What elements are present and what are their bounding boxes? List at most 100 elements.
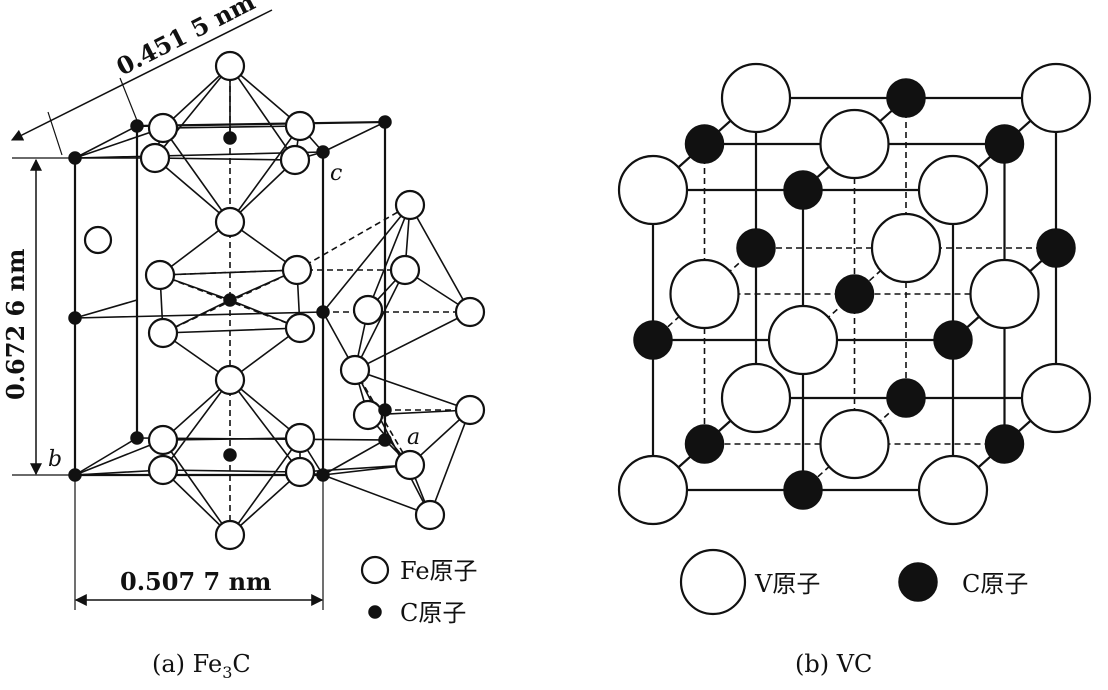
v-atom [917, 154, 989, 226]
fe-atom [454, 296, 486, 328]
v-atom [969, 258, 1040, 330]
v-atom [1020, 362, 1092, 434]
fe-atom [284, 110, 316, 142]
c-atom [68, 468, 82, 482]
c-atom [933, 320, 973, 360]
v-atom [669, 258, 740, 330]
vc-lattice [617, 62, 1092, 526]
fe-atom [394, 449, 426, 481]
fe-atom [147, 112, 179, 144]
vc-atoms [617, 62, 1092, 526]
fe-atom [214, 364, 246, 396]
c-atom [984, 124, 1025, 164]
legend-c-atom [368, 605, 382, 619]
fe-atom [352, 399, 384, 431]
fe-atom [281, 254, 313, 286]
axis-c-label: c [330, 161, 342, 186]
c-atom [834, 274, 875, 314]
c-atom [68, 311, 82, 325]
fe-atom [389, 254, 421, 286]
fe-atom [214, 519, 246, 551]
panel-a-fe3c: 0.451 5 nm 0.672 6 nm 0.507 7 nm [1, 0, 486, 682]
dim-top-line [10, 9, 273, 141]
fe-atom [284, 456, 316, 488]
c-atom [378, 403, 392, 417]
c-atom [68, 151, 82, 165]
legend-fe-atom [360, 555, 390, 585]
dim-left-label: 0.672 6 nm [1, 249, 30, 400]
legend-v-atom [679, 548, 747, 616]
legend-c-atom-vc [898, 562, 938, 602]
fe-atom [352, 294, 384, 326]
legend-c-label-vc: C原子 [962, 570, 1028, 598]
fe-atom [284, 312, 316, 344]
fe-atom [394, 189, 426, 221]
c-atom [783, 170, 823, 210]
panel-b-vc: V原子 C原子 (b) VC [617, 62, 1092, 678]
fe-atom [147, 424, 179, 456]
caption-a-subscript: 3 [222, 663, 232, 682]
c-atom [736, 228, 776, 268]
caption-b: (b) VC [795, 650, 872, 678]
fe-atom [144, 259, 176, 291]
dim-bottom-label: 0.507 7 nm [120, 567, 271, 596]
fe-atom [279, 144, 311, 176]
c-atom [886, 378, 926, 418]
c-atom [378, 115, 392, 129]
caption-a-suffix: C [232, 650, 250, 678]
fe-atom [83, 225, 113, 255]
v-atom [720, 62, 792, 134]
dim-top-ext-left [47, 111, 63, 156]
v-atom [617, 154, 689, 226]
caption-a: (a) Fe3C [152, 650, 251, 682]
legend-fe3c: Fe原子 C原子 [360, 555, 478, 627]
dimension-lines [10, 9, 324, 610]
v-atom [1020, 62, 1092, 134]
dim-top-ext-right [119, 77, 139, 124]
c-atom [130, 431, 144, 445]
v-atom [870, 212, 942, 284]
c-atom [684, 424, 725, 464]
v-atom [767, 304, 839, 376]
c-atom [223, 448, 237, 462]
c-atom [783, 470, 823, 510]
fe-atom [139, 142, 171, 174]
v-atom [819, 108, 890, 180]
c-atom [1036, 228, 1076, 268]
c-atom [223, 293, 237, 307]
legend-v-label: V原子 [754, 570, 820, 598]
c-atom [684, 124, 725, 164]
fe-atom [454, 394, 486, 426]
c-atom [316, 305, 330, 319]
fe-atom [214, 50, 246, 82]
c-atom [316, 145, 330, 159]
fe-atom [147, 454, 179, 486]
legend-fe-label: Fe原子 [400, 557, 478, 585]
fe-atom [214, 206, 246, 238]
c-atom [633, 320, 673, 360]
fe-atom [147, 317, 179, 349]
c-atom [316, 468, 330, 482]
axis-b-label: b [48, 447, 62, 472]
v-atom [819, 408, 890, 480]
caption-a-prefix: (a) Fe [152, 650, 222, 678]
v-atom [917, 454, 989, 526]
legend-c-label: C原子 [400, 599, 466, 627]
fe-atom [414, 499, 446, 531]
fe-atom [284, 422, 316, 454]
v-atom [720, 362, 792, 434]
c-atoms-fe3c [68, 115, 392, 482]
c-atom [984, 424, 1025, 464]
fe-atom [339, 354, 371, 386]
upper-octahedra [74, 64, 324, 537]
c-atom [223, 131, 237, 145]
axis-a-label: a [407, 425, 420, 450]
c-atom [378, 433, 392, 447]
c-atom [886, 78, 926, 118]
v-atom [617, 454, 689, 526]
fe-atoms [83, 50, 486, 551]
legend-vc: V原子 C原子 [679, 548, 1028, 616]
c-atom [130, 119, 144, 133]
